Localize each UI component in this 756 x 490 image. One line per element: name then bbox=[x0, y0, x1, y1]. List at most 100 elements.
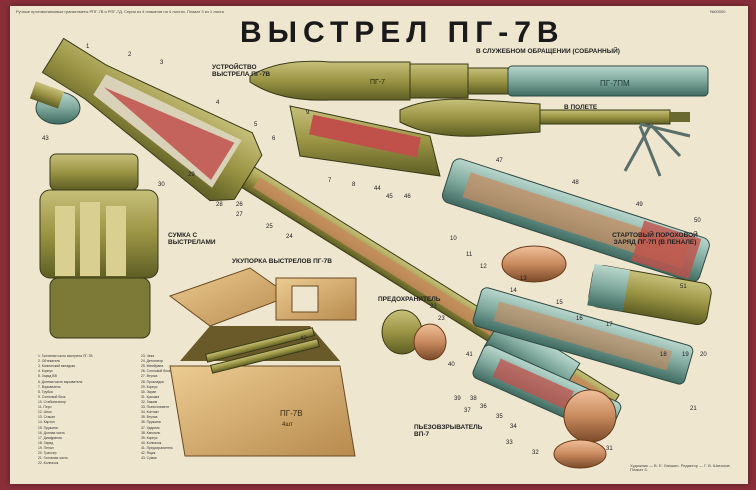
callout-number: 9 bbox=[306, 110, 310, 116]
legend-item: 33. Пьезоэлемент bbox=[141, 405, 170, 410]
callout-number: 28 bbox=[216, 202, 223, 208]
legend-item: 12. Шток bbox=[38, 410, 52, 415]
legend-item: 29. Корпус bbox=[141, 384, 158, 389]
corner-mark: №00000 bbox=[710, 9, 726, 14]
box-marking: ПГ-7В bbox=[280, 409, 303, 418]
callout-number: 22 bbox=[430, 304, 437, 310]
legend-item: 40. Колпачок bbox=[141, 440, 162, 445]
legend-item: 11. Перо bbox=[38, 405, 52, 410]
callout-number: 45 bbox=[386, 194, 393, 200]
label-packing: УКУПОРКА ВЫСТРЕЛОВ ПГ-7В bbox=[232, 258, 332, 265]
callout-number: 49 bbox=[636, 202, 643, 208]
legend-item: 26. Сопловой блок bbox=[141, 369, 171, 374]
callout-number: 29 bbox=[188, 172, 195, 178]
legend-item: 36. Пружина bbox=[141, 420, 161, 425]
legend-item: 16. Донная часть bbox=[38, 430, 65, 435]
legend-item: 43. Сумка bbox=[141, 456, 157, 461]
callout-number: 31 bbox=[606, 446, 613, 452]
lower-motor-cutaway bbox=[472, 287, 694, 385]
callout-number: 8 bbox=[352, 182, 356, 188]
label-flight: В ПОЛЕТЕ bbox=[564, 104, 598, 111]
label-service: В СЛУЖЕБНОМ ОБРАЩЕНИИ (СОБРАННЫЙ) bbox=[476, 48, 620, 55]
legend-item: 37. Ударник bbox=[141, 425, 160, 430]
callout-number: 30 bbox=[158, 182, 165, 188]
callout-number: 41 bbox=[466, 352, 473, 358]
callout-number: 16 bbox=[576, 316, 583, 322]
legend-item: 3. Конический вкладыш bbox=[38, 364, 76, 369]
grenade-bag bbox=[39, 153, 159, 339]
callout-number: 2 bbox=[128, 52, 132, 58]
legend-item: 35. Втулка bbox=[141, 415, 158, 420]
callout-number: 26 bbox=[236, 202, 243, 208]
legend-item: 42. Ящик bbox=[141, 451, 156, 456]
legend-item: 18. Заряд bbox=[38, 440, 54, 445]
callout-number: 5 bbox=[254, 122, 258, 128]
callout-number: 13 bbox=[520, 276, 527, 282]
callout-number: 19 bbox=[682, 352, 689, 358]
callout-number: 10 bbox=[450, 236, 457, 242]
legend-item: 41. Предохранитель bbox=[141, 445, 173, 450]
header-note: Ручные противотанковые гранатометы РПГ-7… bbox=[16, 9, 224, 14]
legend-item: 4. Корпус bbox=[38, 369, 53, 374]
safety-device bbox=[381, 309, 447, 361]
legend-item: 27. Втулка bbox=[141, 374, 158, 379]
motor-marking: ПГ-7ПМ bbox=[600, 79, 630, 88]
callout-number: 38 bbox=[470, 396, 477, 402]
legend-item: 10. Стабилизатор bbox=[38, 399, 66, 404]
label-charge: СТАРТОВЫЙ ПОРОХОВОЙ ЗАРЯД ПГ-7П (В ПЕНАЛ… bbox=[612, 232, 698, 247]
piezo-fuze bbox=[472, 344, 622, 469]
legend-item: 2. Обтекатель bbox=[38, 359, 61, 364]
callout-number: 20 bbox=[700, 352, 707, 358]
callout-number: 23 bbox=[438, 316, 445, 322]
grenade-in-flight bbox=[399, 98, 691, 177]
legend-item: 13. Стакан bbox=[38, 415, 55, 420]
callout-number: 46 bbox=[404, 194, 411, 200]
fuze-cutaway-upper bbox=[289, 105, 441, 177]
legend-item: 31. Крышка bbox=[141, 394, 160, 399]
poster-sheet: Ручные противотанковые гранатометы РПГ-7… bbox=[10, 6, 748, 484]
legend-item: 1. Головная часть выстрела ПГ-7В bbox=[38, 354, 93, 358]
callout-number: 15 bbox=[556, 300, 563, 306]
label-device: УСТРОЙСТВО ВЫСТРЕЛА ПГ-7В bbox=[212, 64, 271, 79]
legend-item: 28. Прокладка bbox=[141, 379, 164, 384]
callout-number: 43 bbox=[42, 136, 49, 142]
nose-cap-detail bbox=[29, 81, 81, 125]
label-bag: СУМКА С ВЫСТРЕЛАМИ bbox=[168, 232, 216, 247]
assembled-grenade: ПГ-7ПМ ПГ-7 bbox=[249, 60, 709, 101]
legend-item: 17. Диафрагма bbox=[38, 435, 62, 440]
callout-number: 1 bbox=[86, 44, 90, 50]
callout-number: 14 bbox=[510, 288, 517, 294]
callout-number: 27 bbox=[236, 212, 243, 218]
callout-number: 17 bbox=[606, 322, 613, 328]
label-safety: ПРЕДОХРАНИТЕЛЬ bbox=[378, 296, 441, 303]
callout-number: 32 bbox=[532, 450, 539, 456]
legend-item: 23. Чека bbox=[141, 354, 155, 358]
legend-item: 30. Экран bbox=[141, 389, 157, 394]
callout-number: 47 bbox=[496, 158, 503, 164]
callout-number: 39 bbox=[454, 396, 461, 402]
box-count: 4шт bbox=[282, 422, 293, 428]
callout-number: 33 bbox=[506, 440, 513, 446]
legend-item: 34. Контакт bbox=[141, 410, 159, 415]
callout-number: 48 bbox=[572, 180, 579, 186]
legend-item: 20. Трассер bbox=[38, 451, 57, 456]
illustration-canvas: ПГ-7ПМ ПГ-7 bbox=[29, 37, 712, 469]
callout-number: 44 bbox=[374, 186, 381, 192]
legend-item: 22. Колпачок bbox=[38, 461, 59, 466]
callout-number: 25 bbox=[266, 224, 273, 230]
page-title: ВЫСТРЕЛ ПГ-7В bbox=[240, 16, 565, 49]
callout-number: 7 bbox=[328, 178, 332, 184]
legend-item: 9. Сопловой блок bbox=[38, 394, 66, 399]
bottom-note: Художник — В. Е. Лапшин. Редактор — Г. В… bbox=[630, 463, 731, 473]
callout-number: 37 bbox=[464, 408, 471, 414]
callout-number: 4 bbox=[216, 100, 220, 106]
legend-item: 24. Детонатор bbox=[141, 359, 164, 364]
callout-number: 50 bbox=[694, 218, 701, 224]
legend-item: 38. Капсюль bbox=[141, 430, 161, 435]
packing-box: ПГ-7В 4шт bbox=[168, 267, 356, 457]
legend-item: 15. Пружина bbox=[38, 425, 58, 430]
callout-number: 6 bbox=[272, 136, 276, 142]
main-cutaway-grenade bbox=[41, 37, 620, 417]
callout-number: 18 bbox=[660, 352, 667, 358]
